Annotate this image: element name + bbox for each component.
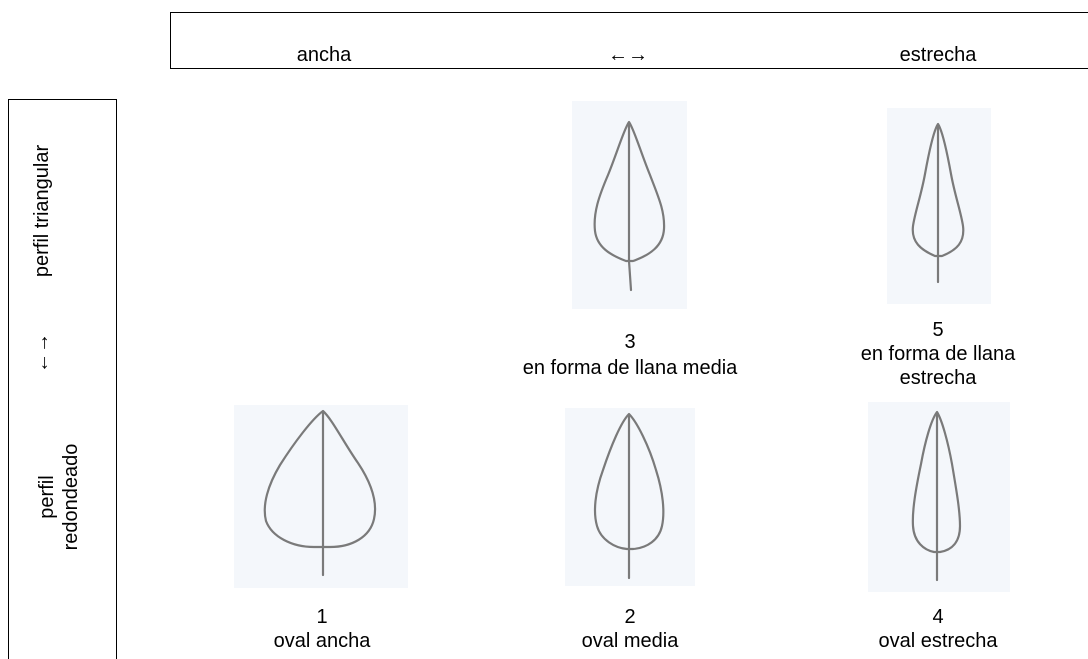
row-label-rounded-line1: perfil	[35, 444, 59, 551]
leaf-number-3: 3	[624, 330, 635, 354]
leaf-number-4: 4	[932, 605, 943, 629]
row-arrow: ←→	[30, 333, 54, 373]
column-label-wide: ancha	[297, 43, 352, 67]
leaf-image-narrow-oval	[868, 402, 1010, 592]
leaf-name-narrow-trowel-line1: en forma de llana	[861, 342, 1016, 366]
leaf-name-wide-oval: oval ancha	[274, 629, 371, 653]
column-label-narrow: estrecha	[900, 43, 977, 67]
row-label-rounded-line2: redondeado	[59, 444, 83, 551]
leaf-image-narrow-trowel	[887, 108, 991, 304]
row-label-triangular: perfil triangular	[30, 145, 54, 277]
leaf-name-medium-trowel: en forma de llana media	[523, 356, 738, 380]
leaf-medium-trowel-drawing	[572, 101, 687, 309]
row-header-box	[8, 99, 117, 659]
leaf-medium-oval-drawing	[565, 408, 695, 586]
column-arrow: ←→	[608, 43, 648, 67]
leaf-name-medium-oval: oval media	[582, 629, 679, 653]
leaf-wide-oval-drawing	[234, 405, 408, 588]
leaf-name-narrow-trowel-line2: estrecha	[900, 366, 977, 390]
leaf-number-1: 1	[316, 605, 327, 629]
leaf-name-narrow-oval: oval estrecha	[879, 629, 998, 653]
leaf-narrow-oval-drawing	[868, 402, 1010, 592]
leaf-image-wide-oval	[234, 405, 408, 588]
leaf-number-5: 5	[932, 318, 943, 342]
leaf-image-medium-oval	[565, 408, 695, 586]
leaf-number-2: 2	[624, 605, 635, 629]
row-label-rounded: perfil redondeado	[35, 444, 83, 551]
leaf-narrow-trowel-drawing	[887, 108, 991, 304]
leaf-image-medium-trowel	[572, 101, 687, 309]
